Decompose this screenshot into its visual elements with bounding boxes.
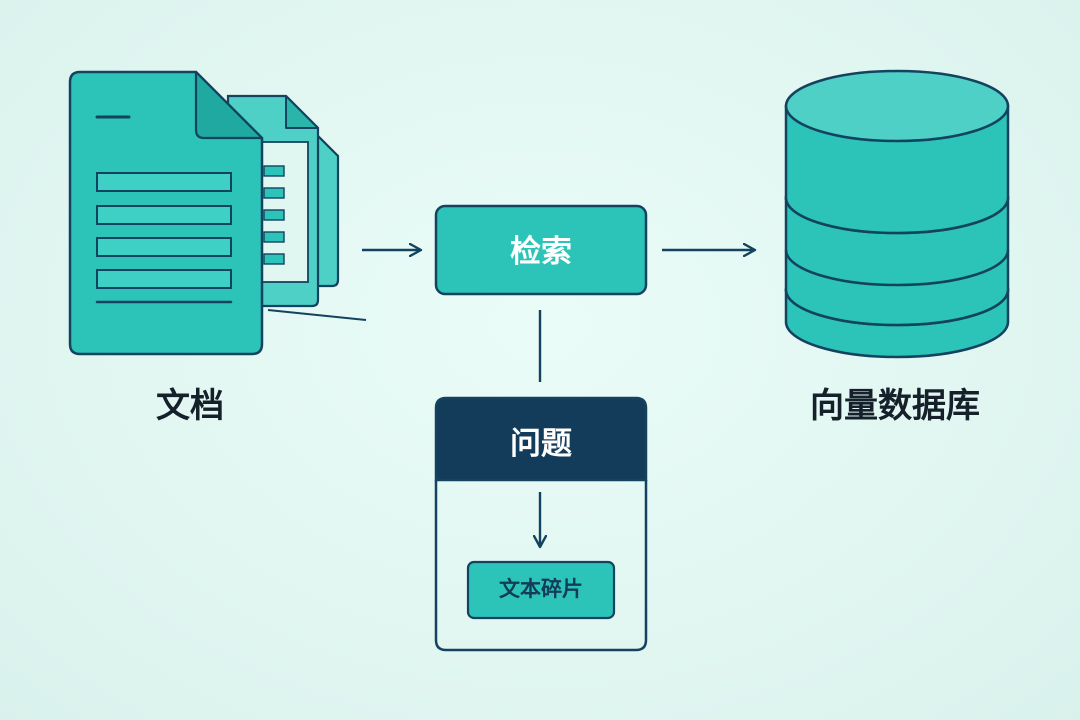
vector-db-label: 向量数据库 <box>810 386 980 426</box>
question-label: 问题 <box>510 426 572 462</box>
database-cylinder-icon <box>784 69 1010 359</box>
document-page-front <box>68 70 264 356</box>
documents-label: 文档 <box>156 386 224 426</box>
text-chunk-box <box>466 560 616 620</box>
retrieval-box <box>434 204 648 296</box>
question-header <box>434 396 648 482</box>
question-card <box>434 396 648 652</box>
document-stack-icon <box>68 70 367 356</box>
text-chunk-label: 文本碎片 <box>499 577 583 601</box>
retrieval-label: 检索 <box>510 234 572 270</box>
